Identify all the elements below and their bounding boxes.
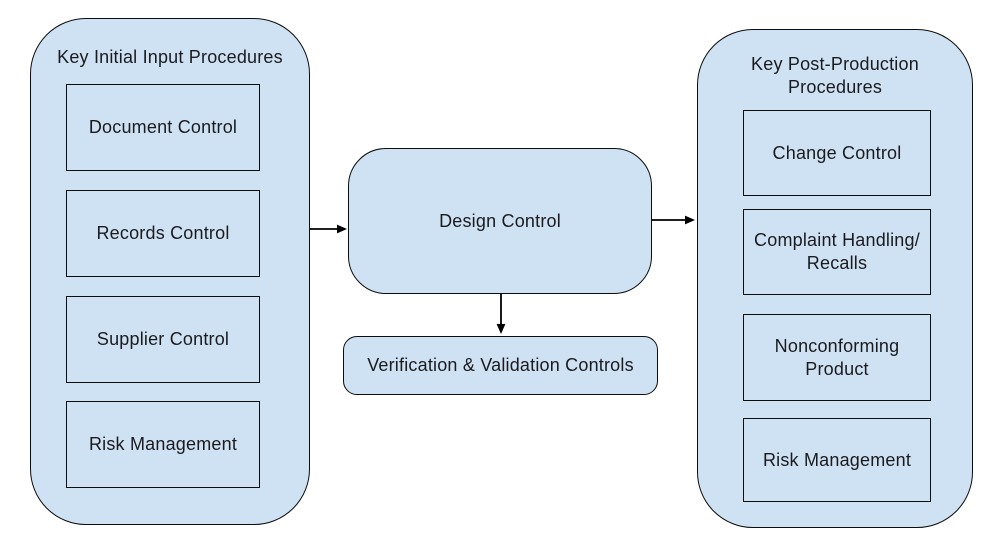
node-records-control: Records Control <box>66 190 260 277</box>
arrow-inputs-to-design-icon <box>310 224 347 234</box>
panel-key-post-production-procedures: Key Post-Production Procedures Change Co… <box>697 29 973 528</box>
node-complaint-handling-recalls: Complaint Handling/ Recalls <box>743 209 931 295</box>
node-design-control: Design Control <box>348 148 652 294</box>
panel-key-initial-input-procedures: Key Initial Input Procedures Document Co… <box>30 18 310 525</box>
arrow-design-to-postproduction-icon <box>652 215 695 225</box>
node-risk-management-left: Risk Management <box>66 401 260 488</box>
node-verification-validation-controls: Verification & Validation Controls <box>343 336 658 395</box>
node-supplier-control: Supplier Control <box>66 296 260 383</box>
node-risk-management-right: Risk Management <box>743 418 931 502</box>
node-change-control: Change Control <box>743 110 931 196</box>
left-panel-title: Key Initial Input Procedures <box>57 47 283 67</box>
arrow-design-to-verification-icon <box>496 294 506 334</box>
right-panel-title: Key Post-Production Procedures <box>751 54 919 97</box>
node-document-control: Document Control <box>66 84 260 171</box>
node-nonconforming-product: Nonconforming Product <box>743 314 931 401</box>
